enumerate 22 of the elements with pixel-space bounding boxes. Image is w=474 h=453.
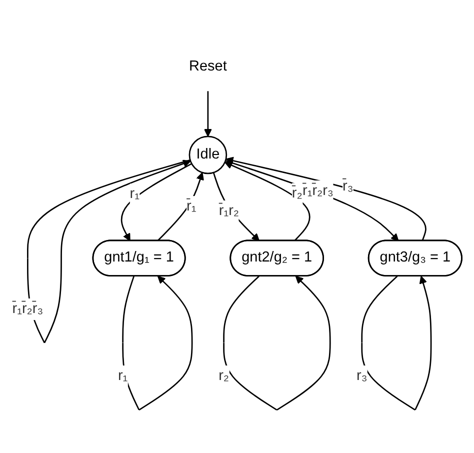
arrow: [225, 160, 399, 242]
arrow: [157, 172, 204, 242]
edge-label: r̄₃: [342, 179, 354, 195]
arrow: [361, 276, 432, 411]
arrow: [204, 92, 212, 138]
arrow: [122, 276, 193, 411]
edge-label: r̄₁r̄₂r̄₃: [12, 301, 44, 317]
arrow: [224, 162, 310, 242]
arrow: [226, 157, 426, 242]
edge-label: r₁: [130, 186, 140, 202]
edge-label: r̄₁: [186, 199, 196, 215]
arrow: [223, 276, 331, 411]
arrow: [120, 163, 192, 242]
edge-label: r̄₁r₂: [218, 203, 240, 219]
arrow: [212, 172, 260, 242]
node-text: Reset: [189, 58, 227, 74]
edge-label: r₂: [218, 368, 230, 384]
edge-label: r₁: [118, 368, 128, 384]
edge-label: r₃: [356, 368, 368, 384]
edge-label: r̄₂: [292, 186, 302, 202]
edge-label: r̄₁r̄₂r₃: [302, 183, 334, 199]
node-circle: Idle: [188, 136, 228, 174]
